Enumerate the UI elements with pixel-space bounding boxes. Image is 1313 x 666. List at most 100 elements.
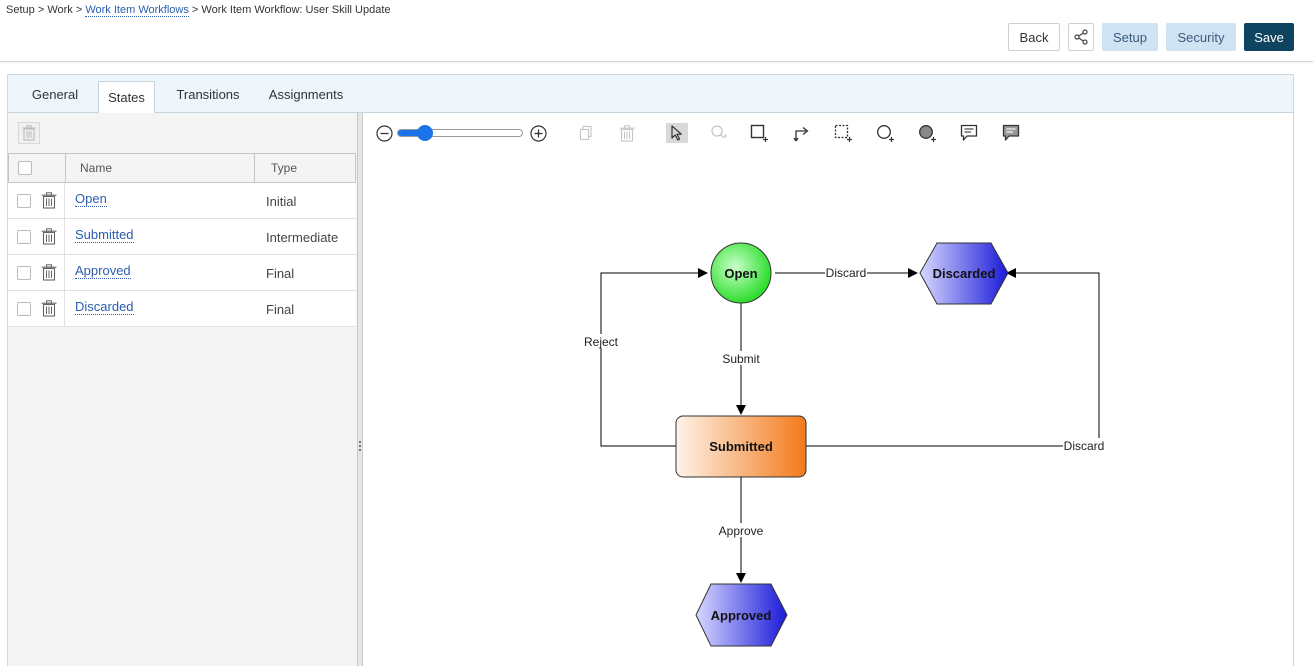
add-circle-button[interactable] xyxy=(875,123,895,143)
node-discarded[interactable] xyxy=(919,242,1009,305)
trash-icon xyxy=(41,264,57,281)
edge-submitted-open-reject[interactable] xyxy=(600,268,708,447)
comment-icon xyxy=(960,124,978,141)
pointer-tool-button[interactable] xyxy=(666,123,688,143)
row-checkbox[interactable] xyxy=(17,266,31,280)
tab-transitions[interactable]: Transitions xyxy=(176,86,240,102)
connector-arrow-icon xyxy=(793,126,809,142)
state-type: Final xyxy=(266,302,295,317)
trash-icon xyxy=(41,192,57,209)
delete-selected-button[interactable] xyxy=(18,122,40,144)
edge-submitted-discarded[interactable] xyxy=(806,268,1100,447)
edge-label-approve: Approve xyxy=(719,524,764,538)
filled-circle-icon xyxy=(918,125,936,142)
add-comment-button[interactable] xyxy=(959,123,979,143)
edge-label-reject: Reject xyxy=(584,335,619,349)
row-checkbox[interactable] xyxy=(17,302,31,316)
zoom-in-icon xyxy=(529,124,547,142)
pane-splitter[interactable] xyxy=(358,113,363,666)
add-circle-icon xyxy=(876,125,894,142)
add-state-button[interactable] xyxy=(749,123,769,143)
row-delete-button[interactable] xyxy=(41,228,57,250)
share-button[interactable] xyxy=(1068,23,1094,51)
pointer-icon xyxy=(671,125,682,141)
add-shaded-comment-button[interactable] xyxy=(1001,123,1021,143)
states-grid-header: Name Type xyxy=(8,153,356,183)
save-button[interactable]: Save xyxy=(1244,23,1294,51)
zoom-slider[interactable] xyxy=(397,125,523,141)
breadcrumb-current: Work Item Workflow: User Skill Update xyxy=(201,4,391,16)
tab-states[interactable]: States xyxy=(98,81,155,114)
trash-icon xyxy=(41,228,57,245)
state-name-link[interactable]: Approved xyxy=(75,263,131,279)
node-approved[interactable] xyxy=(695,583,788,647)
row-checkbox[interactable] xyxy=(17,230,31,244)
zoom-out-button[interactable] xyxy=(375,123,393,143)
table-row: Submitted Intermediate xyxy=(8,219,356,255)
edge-label-discard: Discard xyxy=(1064,439,1105,453)
states-list-pane: Name Type Open Initial Submitted Interme… xyxy=(8,113,358,666)
row-delete-button[interactable] xyxy=(41,192,57,214)
add-dashed-rectangle-button[interactable] xyxy=(833,123,853,143)
row-delete-button[interactable] xyxy=(41,264,57,286)
node-open[interactable] xyxy=(710,242,772,304)
row-checkbox[interactable] xyxy=(17,194,31,208)
delete-button[interactable] xyxy=(618,123,636,143)
edge-label-discard: Discard xyxy=(826,266,867,280)
node-label-approved: Approved xyxy=(711,608,772,623)
node-label-open: Open xyxy=(724,266,757,281)
zoom-in-button[interactable] xyxy=(529,123,547,143)
state-type: Final xyxy=(266,266,295,281)
zoom-slider-handle[interactable] xyxy=(417,125,433,141)
add-transition-button[interactable] xyxy=(791,123,811,143)
add-filled-circle-button[interactable] xyxy=(917,123,937,143)
workflow-panel: General States Transitions Assignments N… xyxy=(7,74,1294,666)
shaded-comment-icon xyxy=(1002,124,1020,141)
add-rectangle-icon xyxy=(750,124,768,142)
tab-bar: General States Transitions Assignments xyxy=(8,75,1293,114)
column-header-name[interactable]: Name xyxy=(80,161,113,175)
top-bar: Setup > Work > Work Item Workflows > Wor… xyxy=(0,0,1313,62)
breadcrumb: Setup > Work > Work Item Workflows > Wor… xyxy=(6,4,391,17)
tab-general[interactable]: General xyxy=(31,86,79,102)
workflow-diagram: Discard Submit Reject Discard Approve Op… xyxy=(583,242,1105,647)
share-icon xyxy=(1074,29,1088,45)
search-add-icon xyxy=(711,125,727,139)
trash-icon xyxy=(22,125,36,141)
trash-icon xyxy=(619,124,635,142)
breadcrumb-separator: > xyxy=(37,4,45,16)
tab-assignments[interactable]: Assignments xyxy=(268,86,344,102)
table-row: Discarded Final xyxy=(8,291,356,327)
find-node-button[interactable] xyxy=(709,123,729,143)
breadcrumb-separator: > xyxy=(191,4,199,16)
breadcrumb-work-item-workflows[interactable]: Work Item Workflows xyxy=(85,4,189,17)
zoom-out-icon xyxy=(375,124,393,142)
action-buttons: Back Setup Security Save xyxy=(1008,23,1294,51)
table-row: Open Initial xyxy=(8,183,356,219)
security-button[interactable]: Security xyxy=(1166,23,1236,51)
table-row: Approved Final xyxy=(8,255,356,291)
node-submitted[interactable] xyxy=(675,415,807,478)
states-toolbar xyxy=(8,113,357,153)
back-button[interactable]: Back xyxy=(1008,23,1060,51)
state-type: Initial xyxy=(266,194,297,209)
select-all-checkbox[interactable] xyxy=(18,154,32,182)
breadcrumb-work[interactable]: Work xyxy=(47,4,73,16)
row-delete-button[interactable] xyxy=(41,300,57,322)
breadcrumb-separator: > xyxy=(75,4,83,16)
state-type: Intermediate xyxy=(266,230,339,245)
node-label-discarded: Discarded xyxy=(933,266,996,281)
setup-button[interactable]: Setup xyxy=(1102,23,1158,51)
state-name-link[interactable]: Open xyxy=(75,191,107,207)
trash-icon xyxy=(41,300,57,317)
state-name-link[interactable]: Discarded xyxy=(75,299,134,315)
state-name-link[interactable]: Submitted xyxy=(75,227,134,243)
node-label-submitted: Submitted xyxy=(709,439,773,454)
copy-button[interactable] xyxy=(577,123,595,143)
column-header-type[interactable]: Type xyxy=(271,161,298,175)
copy-icon xyxy=(579,125,592,141)
dashed-rectangle-icon xyxy=(834,124,852,142)
diagram-canvas[interactable]: Discard Submit Reject Discard Approve Op… xyxy=(363,113,1293,666)
breadcrumb-setup[interactable]: Setup xyxy=(6,4,35,16)
edge-label-submit: Submit xyxy=(722,352,760,366)
